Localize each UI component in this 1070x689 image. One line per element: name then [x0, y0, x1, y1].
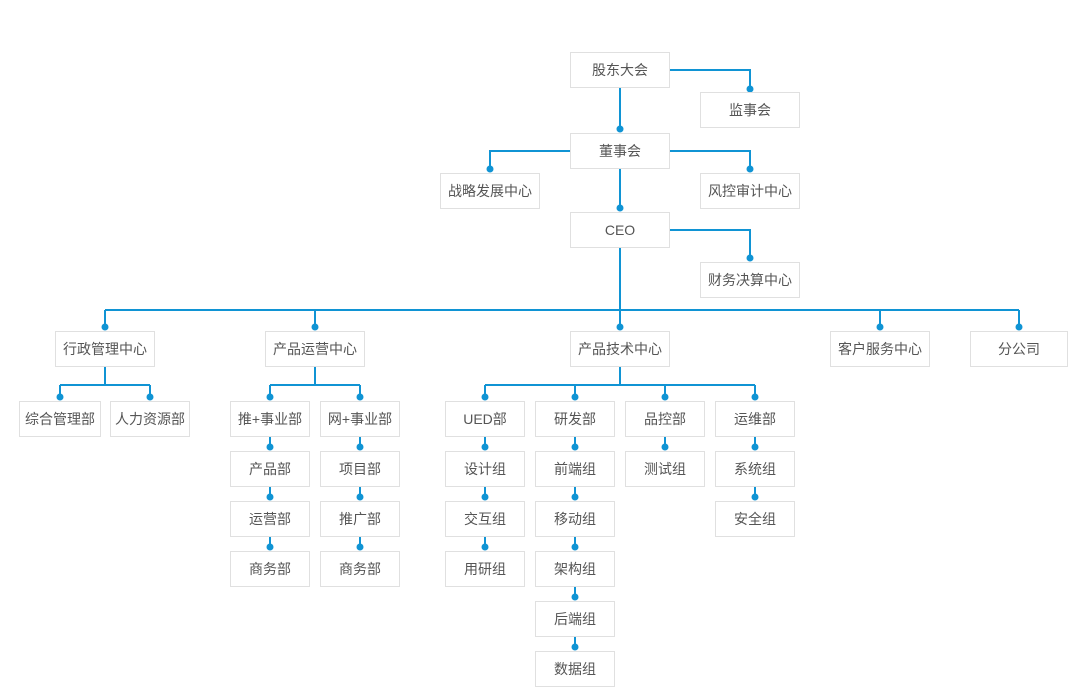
node-wang-business-dept[interactable]: 网+事业部	[320, 401, 400, 437]
node-product-operation-center[interactable]: 产品运营中心	[265, 331, 365, 367]
node-general-management-dept[interactable]: 综合管理部	[19, 401, 101, 437]
main-horizontal-connector	[104, 309, 1020, 327]
node-security-team[interactable]: 安全组	[715, 501, 795, 537]
node-frontend-team[interactable]: 前端组	[535, 451, 615, 487]
node-mobile-team[interactable]: 移动组	[535, 501, 615, 537]
node-admin-management-center[interactable]: 行政管理中心	[55, 331, 155, 367]
node-interaction-team[interactable]: 交互组	[445, 501, 525, 537]
node-customer-service-center[interactable]: 客户服务中心	[830, 331, 930, 367]
node-data-team[interactable]: 数据组	[535, 651, 615, 687]
node-qc-dept[interactable]: 品控部	[625, 401, 705, 437]
node-board-of-directors[interactable]: 董事会	[570, 133, 670, 169]
node-user-research-team[interactable]: 用研组	[445, 551, 525, 587]
node-backend-team[interactable]: 后端组	[535, 601, 615, 637]
node-product-technology-center[interactable]: 产品技术中心	[570, 331, 670, 367]
node-supervisory-board[interactable]: 监事会	[700, 92, 800, 128]
node-operation-dept[interactable]: 运营部	[230, 501, 310, 537]
node-testing-team[interactable]: 测试组	[625, 451, 705, 487]
node-system-team[interactable]: 系统组	[715, 451, 795, 487]
node-design-team[interactable]: 设计组	[445, 451, 525, 487]
node-tui-business-dept[interactable]: 推+事业部	[230, 401, 310, 437]
node-hr-dept[interactable]: 人力资源部	[110, 401, 190, 437]
node-promotion-dept[interactable]: 推广部	[320, 501, 400, 537]
node-business-dept-1[interactable]: 商务部	[230, 551, 310, 587]
node-risk-audit-center[interactable]: 风控审计中心	[700, 173, 800, 209]
node-rd-dept[interactable]: 研发部	[535, 401, 615, 437]
node-ops-dept[interactable]: 运维部	[715, 401, 795, 437]
branch-connectors	[59, 367, 756, 397]
node-ued-dept[interactable]: UED部	[445, 401, 525, 437]
node-shareholders-meeting[interactable]: 股东大会	[570, 52, 670, 88]
node-strategy-development-center[interactable]: 战略发展中心	[440, 173, 540, 209]
node-financial-settlement-center[interactable]: 财务决算中心	[700, 262, 800, 298]
node-project-dept[interactable]: 项目部	[320, 451, 400, 487]
node-product-dept[interactable]: 产品部	[230, 451, 310, 487]
node-branch-company[interactable]: 分公司	[970, 331, 1068, 367]
node-business-dept-2[interactable]: 商务部	[320, 551, 400, 587]
node-ceo[interactable]: CEO	[570, 212, 670, 248]
node-architecture-team[interactable]: 架构组	[535, 551, 615, 587]
